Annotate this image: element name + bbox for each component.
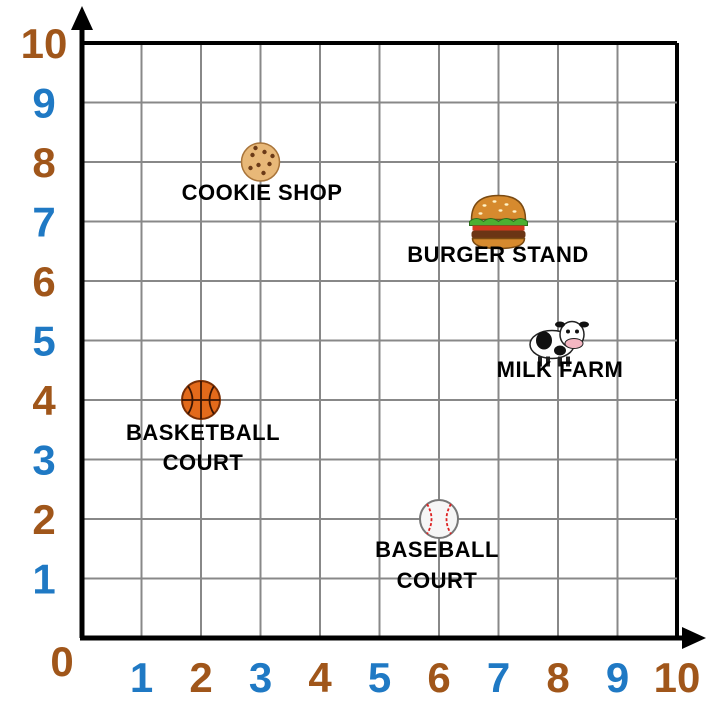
x-tick-label: 7 xyxy=(487,654,510,701)
y-tick-label: 10 xyxy=(21,20,68,67)
x-tick-label: 9 xyxy=(606,654,629,701)
y-tick-label: 7 xyxy=(32,199,55,246)
baseball-icon xyxy=(420,500,458,538)
y-tick-label: 8 xyxy=(32,139,55,186)
place-label: BASEBALL xyxy=(375,537,499,562)
x-tick-label: 2 xyxy=(189,654,212,701)
basketball-icon xyxy=(182,381,220,419)
place-label: MILK FARM xyxy=(497,357,624,382)
x-tick-label: 3 xyxy=(249,654,272,701)
x-tick-label: 5 xyxy=(368,654,391,701)
y-tick-label: 2 xyxy=(32,496,55,543)
y-tick-label: 4 xyxy=(32,377,56,424)
x-axis-arrow-icon xyxy=(682,627,706,649)
burger-icon xyxy=(470,196,528,249)
place-label: COOKIE SHOP xyxy=(182,180,343,205)
x-tick-label: 6 xyxy=(427,654,450,701)
x-tick-label: 4 xyxy=(308,654,332,701)
x-tick-label: 1 xyxy=(130,654,153,701)
x-tick-label: 10 xyxy=(654,654,701,701)
place-label: COURT xyxy=(397,568,478,593)
y-axis-arrow-icon xyxy=(71,6,93,30)
y-tick-label: 1 xyxy=(32,556,55,603)
place-label: COURT xyxy=(163,450,244,475)
y-tick-label: 9 xyxy=(32,80,55,127)
place-label: BASKETBALL xyxy=(126,420,280,445)
y-tick-label: 5 xyxy=(32,318,55,365)
place-label: BURGER STAND xyxy=(407,242,589,267)
origin-tick-label: 0 xyxy=(50,638,73,685)
x-tick-label: 8 xyxy=(546,654,569,701)
y-tick-label: 6 xyxy=(32,258,55,305)
cookie-icon xyxy=(242,143,280,181)
y-tick-label: 3 xyxy=(32,437,55,484)
